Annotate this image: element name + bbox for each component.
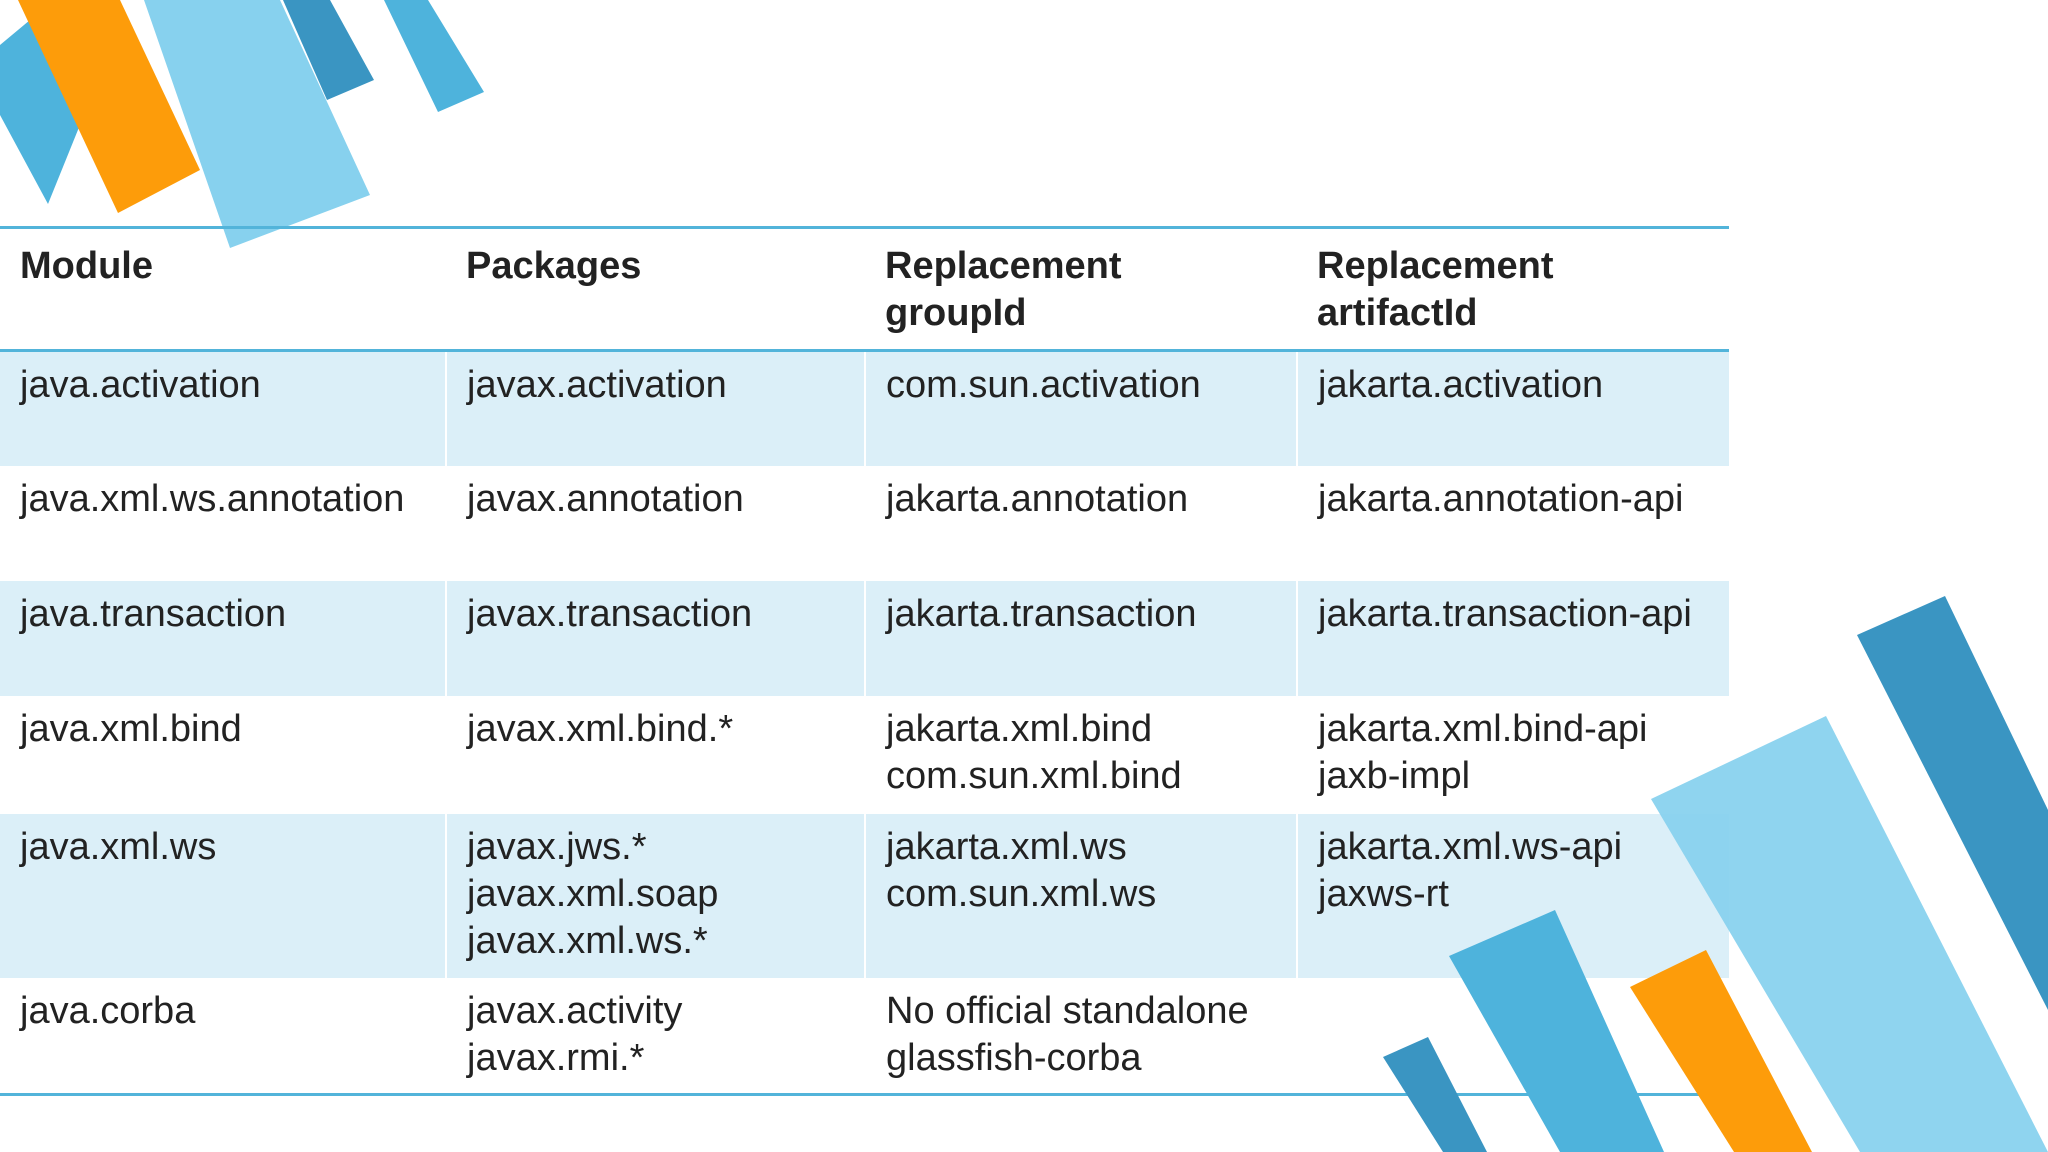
cell-groupid-line: jakarta.transaction [886, 592, 1197, 635]
table-row: java.xml.bind javax.xml.bind.* jakarta.xml… [0, 695, 1729, 814]
table-row: java.xml.ws.annotation javax.annotation ja… [0, 465, 1729, 581]
header-packages-line: Packages [466, 245, 642, 287]
cell-packages-line: javax.transaction [467, 592, 753, 635]
stripe-blue-1 [0, 10, 86, 204]
header-replacement-groupid-line: groupId [885, 292, 1027, 334]
stripe-dark-blue [283, 0, 374, 100]
cell-groupid-line: jakarta.xml.bind [886, 707, 1153, 750]
cell-module-line: java.xml.bind [20, 707, 242, 750]
cell-groupid-line: com.sun.xml.bind [886, 754, 1182, 797]
cell-groupid-line: jakarta.annotation [886, 477, 1189, 520]
table-body: java.activation javax.activation com.sun.a… [0, 350, 1729, 1093]
table-row: java.activation javax.activation com.sun.a… [0, 350, 1729, 466]
cell-module: java.xml.ws.annotation [0, 465, 447, 581]
cell-groupid: jakarta.annotation [865, 465, 1298, 581]
cell-module-line: java.transaction [20, 592, 287, 635]
cell-artifactid-line: jakarta.annotation-api [1318, 477, 1684, 520]
cell-artifactid-line: jakarta.xml.bind-api [1318, 707, 1648, 750]
cell-packages: javax.xml.bind.* [446, 695, 866, 814]
cell-packages: javax.activation [446, 350, 866, 466]
replacement-table: Module Packages Replacement groupId Repla… [0, 229, 1729, 1093]
cell-artifactid: jakarta.activation [1297, 350, 1729, 466]
cell-packages-line: javax.annotation [467, 477, 744, 520]
header-replacement-artifactid: Replacement artifactId [1297, 229, 1729, 351]
cell-module-line: java.xml.ws [20, 825, 217, 868]
cell-packages-line: javax.xml.soap [467, 872, 719, 915]
stripe-dark-blue-tall [1857, 596, 2048, 1010]
header-replacement-artifactid-line: Replacement [1317, 245, 1554, 287]
cell-packages-line: javax.activity [467, 989, 683, 1032]
stripe-blue-2 [384, 0, 484, 112]
cell-module: java.corba [0, 977, 447, 1093]
cell-groupid-line: com.sun.activation [886, 364, 1201, 406]
cell-artifactid-line: jaxb-impl [1318, 754, 1471, 797]
cell-groupid-line: jakarta.xml.ws [886, 825, 1127, 868]
cell-packages-line: javax.xml.ws.* [467, 919, 708, 962]
stripe-orange [18, 0, 200, 213]
header-module-line: Module [20, 245, 153, 287]
cell-packages-line: javax.jws.* [467, 825, 647, 868]
cell-packages-line: javax.rmi.* [467, 1036, 645, 1079]
cell-module: java.activation [0, 350, 447, 466]
header-replacement-artifactid-line: artifactId [1317, 292, 1478, 334]
table-header-row: Module Packages Replacement groupId Repla… [0, 229, 1729, 351]
cell-packages: javax.annotation [446, 465, 866, 581]
header-replacement-groupid: Replacement groupId [865, 229, 1297, 351]
cell-artifactid: jakarta.transaction-api [1297, 580, 1729, 696]
cell-groupid-line: com.sun.xml.ws [886, 872, 1157, 915]
cell-groupid: com.sun.activation [865, 350, 1298, 466]
cell-groupid: jakarta.transaction [865, 580, 1298, 696]
cell-artifactid-line: jakarta.transaction-api [1318, 592, 1692, 635]
header-packages: Packages [446, 229, 865, 351]
java-modules-table: Module Packages Replacement groupId Repla… [0, 226, 1729, 1096]
header-replacement-groupid-line: Replacement [885, 245, 1122, 287]
cell-packages-line: javax.xml.bind.* [467, 707, 734, 750]
cell-module: java.transaction [0, 580, 447, 696]
cell-module: java.xml.bind [0, 695, 447, 814]
cell-groupid-line: No official standalone [886, 989, 1249, 1032]
cell-packages-line: javax.activation [467, 364, 727, 406]
table-row: java.transaction javax.transaction jakarta… [0, 580, 1729, 696]
cell-packages: javax.transaction [446, 580, 866, 696]
cell-artifactid-line: jakarta.xml.ws-api [1318, 825, 1623, 868]
cell-artifactid: jakarta.annotation-api [1297, 466, 1729, 581]
cell-module-line: java.xml.ws.annotation [20, 477, 405, 520]
cell-module: java.xml.ws [0, 813, 447, 978]
cell-groupid-line: glassfish-corba [886, 1036, 1142, 1079]
cell-artifactid-line: jaxws-rt [1318, 872, 1449, 915]
header-module: Module [0, 229, 446, 351]
cell-module-line: java.activation [20, 364, 261, 406]
stripe-light-blue [144, 0, 370, 248]
cell-artifactid [1297, 978, 1729, 1093]
cell-module-line: java.corba [20, 989, 196, 1032]
cell-artifactid-line: jakarta.activation [1318, 364, 1604, 406]
